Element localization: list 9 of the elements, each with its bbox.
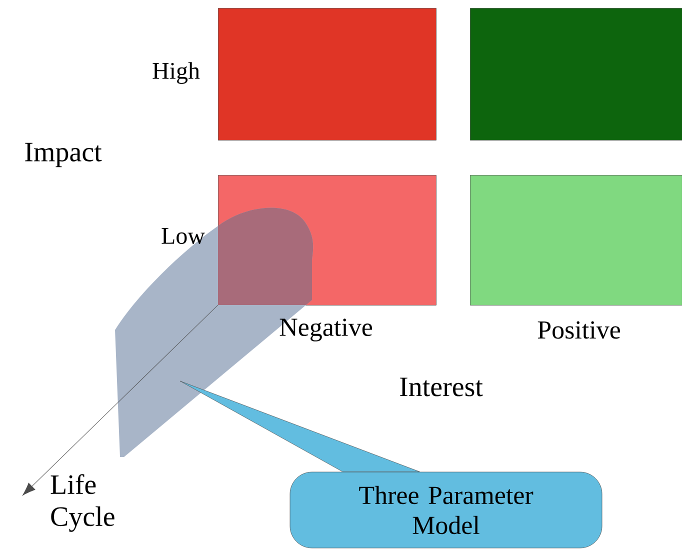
quadrant-box [218, 8, 436, 140]
callout-tail [180, 380, 420, 472]
callout-bubble: Three Parameter Model [290, 472, 602, 548]
quadrant-box [470, 175, 682, 306]
quadrant-box [470, 8, 682, 140]
axis-label: Interest [400, 378, 483, 396]
axis-label: Low [162, 228, 205, 244]
axis-label: Life Cycle [50, 474, 114, 532]
axis-label: Negative [280, 318, 372, 342]
